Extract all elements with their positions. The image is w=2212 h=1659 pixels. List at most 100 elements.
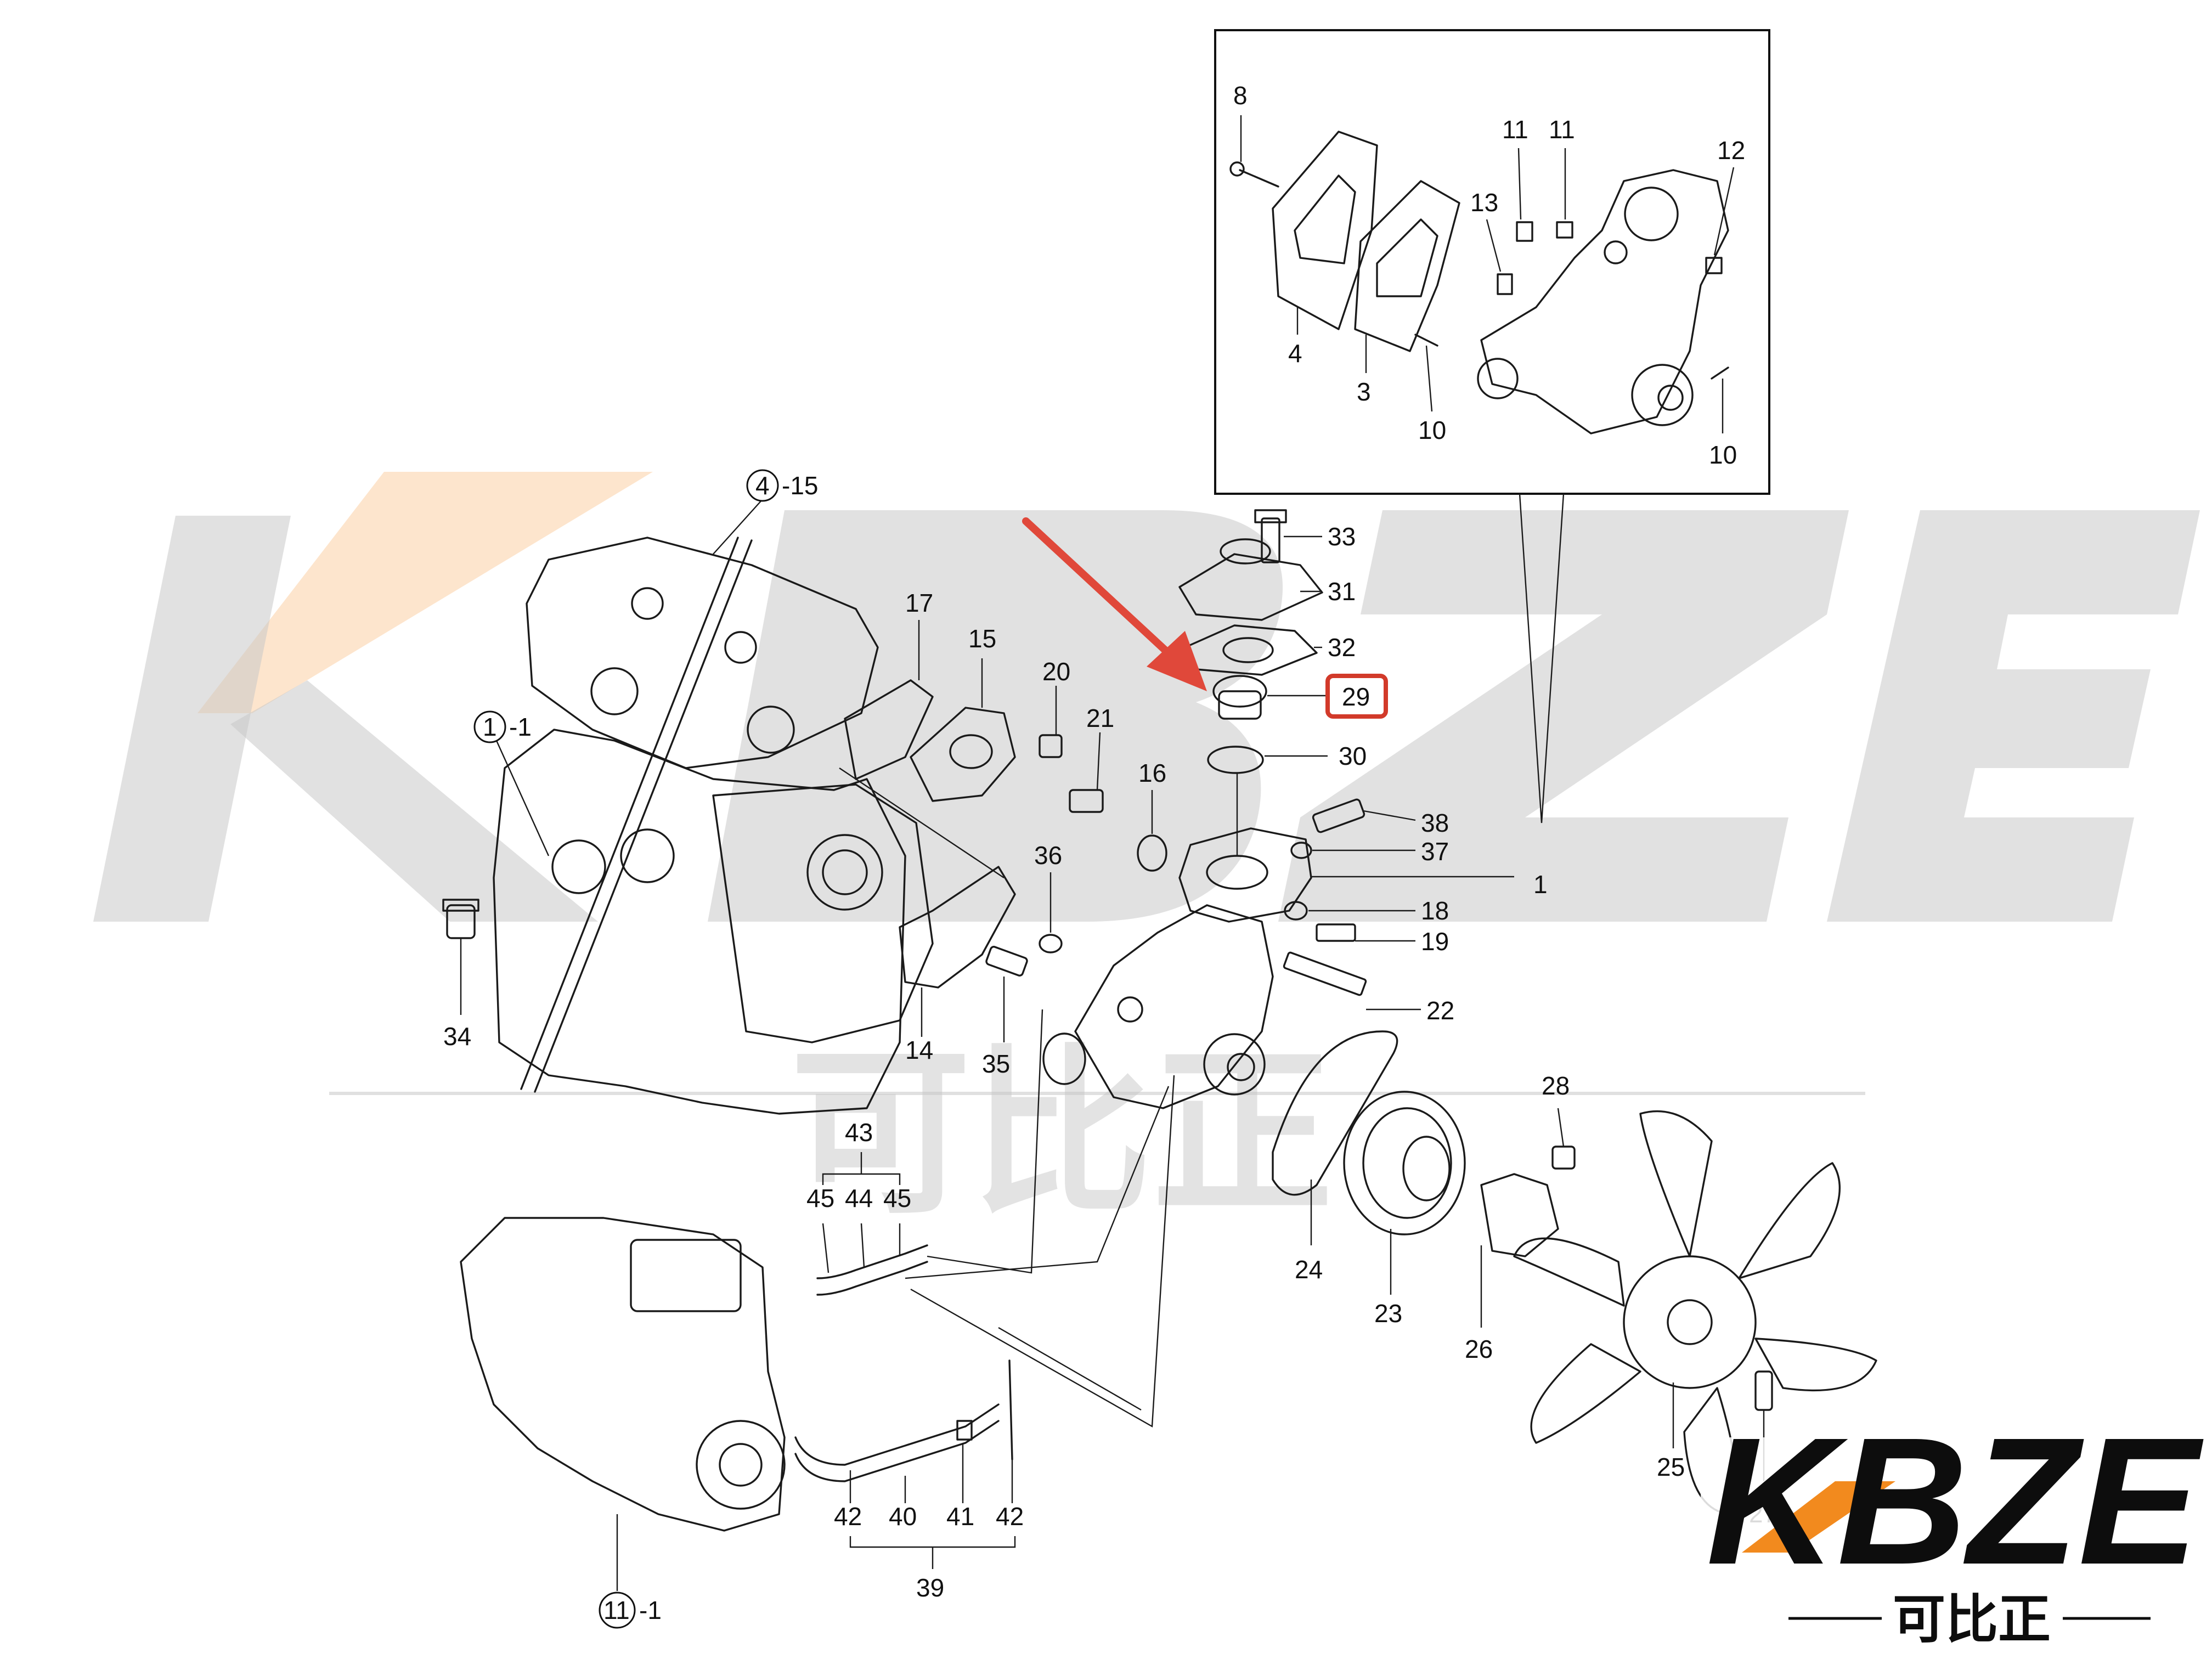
inset-gasket-4 bbox=[1272, 131, 1378, 330]
cylinder-block bbox=[493, 729, 906, 1115]
inset-plug-11b bbox=[1556, 221, 1573, 239]
hose-routing-line-a bbox=[927, 1009, 1043, 1274]
gasket-32-hole bbox=[1222, 637, 1274, 663]
highlight-arrow-shaft bbox=[1022, 517, 1178, 662]
watermark-accent-stroke bbox=[198, 472, 653, 713]
hose-44 bbox=[816, 1244, 928, 1279]
hose-routing-line-c bbox=[910, 1075, 1175, 1427]
callout-28: 28 bbox=[1542, 1071, 1570, 1100]
callout-32: 32 bbox=[1328, 633, 1356, 662]
washer-37 bbox=[1290, 842, 1312, 859]
water-pump-pulley-center bbox=[1227, 1053, 1255, 1081]
callout-11-1-num: 11 bbox=[603, 1596, 630, 1624]
background-watermark: 可比正 bbox=[93, 472, 2200, 1239]
callout-42b: 42 bbox=[996, 1502, 1024, 1531]
hose-routing-line-d bbox=[998, 1327, 1142, 1411]
inset-callout-4: 4 bbox=[1288, 339, 1302, 368]
water-pump-inlet bbox=[1042, 1032, 1086, 1085]
callout-35: 35 bbox=[982, 1049, 1010, 1078]
washer-18 bbox=[1284, 901, 1308, 921]
inset-frame bbox=[1214, 29, 1770, 495]
highlight-box-29 bbox=[1325, 674, 1388, 719]
callout-40: 40 bbox=[889, 1502, 917, 1531]
highlight-arrow-head bbox=[1147, 631, 1207, 691]
inset-pump-port bbox=[1604, 240, 1628, 264]
bolt-33 bbox=[1261, 517, 1280, 563]
crank-pulley-23-groove bbox=[1362, 1107, 1452, 1219]
block-gear-opening bbox=[806, 834, 883, 911]
callout-43: 43 bbox=[845, 1118, 873, 1147]
v-belt-24 bbox=[1272, 1030, 1398, 1196]
callout-1: 1 bbox=[1533, 870, 1548, 899]
cylinder-head bbox=[526, 537, 879, 769]
water-outlet-cover-31 bbox=[1178, 553, 1323, 621]
washer-36 bbox=[1039, 934, 1063, 953]
gear-case-outline bbox=[712, 783, 934, 1043]
inset-pump-body bbox=[1480, 169, 1729, 435]
fuel-pump-and-hoses bbox=[460, 1009, 1175, 1591]
callout-36: 36 bbox=[1034, 841, 1062, 870]
crank-pulley-23-hub bbox=[1402, 1136, 1451, 1201]
callout-45b: 45 bbox=[883, 1184, 911, 1212]
leader-45a bbox=[822, 1223, 830, 1273]
fan-blade-3 bbox=[1754, 1338, 1877, 1392]
inset-callout-8: 8 bbox=[1233, 81, 1248, 110]
brand-logo-k-accent bbox=[1742, 1481, 1895, 1553]
water-outlet-neck bbox=[1220, 538, 1271, 565]
highlight-arrow bbox=[1022, 517, 1207, 691]
inset-plug-11a bbox=[1516, 221, 1533, 242]
inset-pump-pulley-hub bbox=[1631, 364, 1694, 426]
inset-leader-10a bbox=[1425, 345, 1433, 412]
inset-leader-12 bbox=[1713, 167, 1735, 256]
brand-logo: KBZE 可比正 bbox=[1701, 1400, 2212, 1659]
inset-plug-12 bbox=[1705, 257, 1723, 274]
inset-pointer bbox=[1519, 493, 1565, 823]
callout-30: 30 bbox=[1339, 742, 1367, 770]
head-port-c bbox=[631, 587, 664, 620]
inset-callout-3: 3 bbox=[1357, 377, 1371, 406]
fuel-pump-drive-hub bbox=[719, 1443, 763, 1487]
inset-leader-13 bbox=[1486, 219, 1502, 272]
engine-block-assembly bbox=[442, 499, 934, 1115]
callout-24: 24 bbox=[1295, 1255, 1323, 1284]
water-pump-body bbox=[1074, 904, 1274, 1109]
block-bore-b bbox=[620, 828, 675, 883]
circle-1-1 bbox=[473, 710, 506, 743]
fan-drive-assembly bbox=[1272, 1030, 1877, 1515]
thermostat-29-body bbox=[1218, 690, 1262, 720]
callout-22: 22 bbox=[1426, 996, 1454, 1025]
water-pump-pulley-hub bbox=[1203, 1033, 1266, 1096]
callout-42a: 42 bbox=[834, 1502, 862, 1531]
hose-routing-line-b bbox=[905, 1086, 1170, 1279]
fan-blade-1 bbox=[1639, 1110, 1713, 1257]
callout-18: 18 bbox=[1421, 896, 1449, 925]
inset-gasket-3 bbox=[1354, 180, 1460, 352]
inset-pump-inlet bbox=[1477, 358, 1519, 399]
inset-callout-10a: 10 bbox=[1418, 416, 1446, 444]
inset-leader-11a bbox=[1517, 148, 1522, 220]
callout-labels: 4 -15 1 -1 11 -1 17 15 20 21 16 33 31 32… bbox=[443, 469, 1777, 1629]
inset-bolt-8 bbox=[1239, 169, 1279, 188]
hose-44-outer bbox=[816, 1261, 928, 1296]
inset-pin-10a bbox=[1414, 334, 1438, 347]
leader-1-1 bbox=[495, 740, 550, 856]
circle-4-15 bbox=[746, 469, 779, 502]
cooling-fan-25-hub bbox=[1623, 1255, 1757, 1389]
bolt-20 bbox=[1039, 734, 1063, 758]
callout-39: 39 bbox=[916, 1573, 944, 1602]
watermark-letter-z bbox=[1278, 510, 1849, 922]
thermostat-housing-1 bbox=[1178, 827, 1312, 923]
inset-callout-11a: 11 bbox=[1502, 115, 1528, 144]
leader-44 bbox=[860, 1223, 865, 1268]
callout-34: 34 bbox=[443, 1022, 471, 1051]
callout-33: 33 bbox=[1328, 522, 1356, 551]
temperature-sender-38 bbox=[1312, 798, 1365, 833]
callout-45a: 45 bbox=[806, 1184, 834, 1212]
inset-water-pump-detail: 8 11 11 12 13 4 3 10 10 bbox=[1214, 29, 1770, 823]
hose-40 bbox=[794, 1403, 1000, 1466]
hose-40-outer bbox=[794, 1420, 1000, 1482]
inset-pin-10b bbox=[1711, 366, 1729, 380]
inset-callout-12: 12 bbox=[1717, 136, 1745, 165]
bolt-19 bbox=[1316, 923, 1356, 942]
